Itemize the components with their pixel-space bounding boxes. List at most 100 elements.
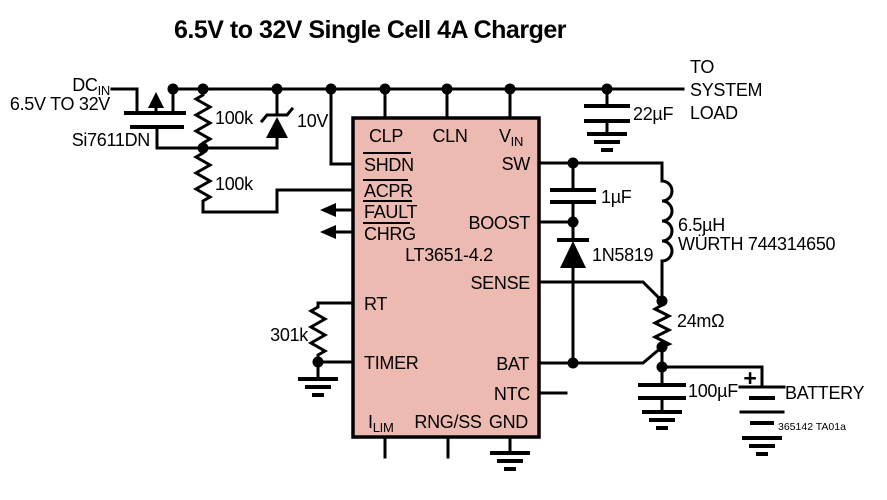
zener-label: 10V	[297, 111, 328, 131]
ic-pin-gnd: GND	[489, 412, 528, 432]
wire-sense	[537, 280, 665, 304]
ground-battery	[742, 436, 782, 456]
r-bottom-label: 100k	[215, 174, 254, 194]
junction-dot	[656, 341, 668, 353]
resistor-100k-bottom	[192, 146, 214, 214]
cout-label: 100µF	[688, 381, 738, 401]
fault-arrow	[320, 203, 355, 217]
ic-pin-timer: TIMER	[364, 353, 419, 373]
junction-dot	[504, 83, 516, 95]
battery-plus-label: +	[743, 365, 756, 391]
arrow-head-left	[320, 225, 336, 239]
ic-pin-sense: SENSE	[470, 273, 530, 293]
ic-pin-rt: RT	[364, 294, 387, 314]
ic-pin-ilim: ILIM	[368, 412, 393, 435]
junction-dot	[197, 83, 209, 95]
ground-timer	[298, 377, 338, 397]
junction-dot	[567, 157, 579, 169]
r-top-label: 100k	[215, 108, 254, 128]
ic-pin-rngss: RNG/SS	[414, 412, 482, 432]
ic-pin-ilim-main: I	[368, 412, 373, 432]
junction-dot	[167, 83, 179, 95]
ic-pin-shdn: SHDN	[364, 155, 414, 175]
ground-100uf	[642, 410, 682, 430]
labels: DCIN 6.5V TO 32V Si7611DN 100k 100k 10V …	[10, 57, 865, 433]
rtimer-label: 301k	[270, 325, 309, 345]
schematic-title: 6.5V to 32V Single Cell 4A Charger	[174, 16, 567, 44]
junction-dot	[567, 216, 579, 228]
resistor-zigzag	[192, 146, 214, 214]
ic-pin-clp: CLP	[369, 126, 403, 146]
battery-symbol	[738, 385, 786, 425]
ground-bars	[587, 132, 627, 152]
zener-cathode-bar	[259, 106, 295, 124]
junction-dot	[601, 83, 613, 95]
inductor-part-label: WÜRTH 744314650	[678, 234, 836, 254]
doc-note-label: 365142 TA01a	[778, 421, 846, 433]
dcin-sub: IN	[98, 83, 110, 98]
chrg-arrow	[320, 225, 355, 239]
cin-label: 22µF	[633, 104, 673, 124]
ic-body	[351, 116, 541, 439]
input-range-label: 6.5V TO 32V	[10, 94, 110, 114]
zener-diode-symbol	[259, 87, 295, 150]
junction-dot	[567, 357, 579, 369]
dcin-label: DCIN	[72, 75, 110, 98]
ground-bars	[742, 436, 782, 456]
ground-bars	[642, 410, 682, 430]
inductor-value-label: 6.5µH	[678, 215, 725, 235]
resistor-zigzag	[651, 299, 673, 349]
junction-dot	[271, 83, 283, 95]
inductor-symbol	[660, 179, 674, 263]
junction-dot	[312, 356, 324, 368]
junction-dot	[656, 295, 668, 307]
junction-dot	[441, 83, 453, 95]
ic-pin-fault: FAULT	[364, 202, 417, 222]
ground-ic	[490, 451, 530, 471]
ground-bars	[298, 377, 338, 397]
ic-pin-sw: SW	[502, 154, 531, 174]
diode-label: 1N5819	[592, 245, 654, 265]
resistor-100k-top	[192, 87, 214, 150]
capacitor-22uf	[584, 104, 630, 123]
battery-label: BATTERY	[785, 383, 865, 403]
junction-dot	[197, 142, 209, 154]
resistor-24mohm	[651, 299, 673, 349]
capacitor-100uf	[638, 383, 686, 400]
ic-pin-chrg: CHRG	[364, 224, 416, 244]
load-label-2: SYSTEM	[690, 80, 762, 100]
wire-bat	[537, 344, 665, 365]
inductor-coil	[660, 179, 674, 263]
wire-battery	[660, 345, 764, 388]
wire-acpr	[201, 188, 355, 214]
rsense-label: 24mΩ	[677, 311, 724, 331]
wire-sw	[537, 161, 664, 183]
ic-pin-ntc: NTC	[494, 384, 530, 404]
mosfet-part-label: Si7611DN	[72, 130, 150, 150]
dcin-main: DC	[72, 75, 98, 95]
ic-block: CLP CLN VIN SHDN ACPR FAULT CHRG RT TIME…	[351, 116, 541, 439]
ic-pin-vin-main: V	[499, 126, 511, 146]
junction-dot	[656, 361, 668, 373]
ic-pin-vin: VIN	[499, 126, 523, 149]
junction-dots	[167, 83, 668, 373]
ic-pin-vin-sub: IN	[511, 134, 523, 149]
resistor-zigzag	[192, 87, 214, 150]
diode-anode-triangle	[560, 241, 586, 268]
zener-anode-triangle	[266, 117, 288, 138]
ground-22uf	[587, 132, 627, 152]
ic-part-number: LT3651-4.2	[405, 245, 493, 265]
arrow-head-left	[320, 203, 336, 217]
ic-pin-ilim-sub: LIM	[373, 420, 394, 435]
junction-dot	[325, 83, 337, 95]
ic-pin-cln: CLN	[432, 126, 467, 146]
cboost-label: 1µF	[601, 187, 632, 207]
capacitor-1uf	[550, 188, 596, 204]
ground-bars	[490, 451, 530, 471]
resistor-zigzag	[307, 301, 329, 364]
ic-pin-boost: BOOST	[468, 213, 530, 233]
junction-dot	[379, 83, 391, 95]
ic-pin-acpr: ACPR	[364, 181, 413, 201]
resistor-301k	[307, 301, 329, 364]
